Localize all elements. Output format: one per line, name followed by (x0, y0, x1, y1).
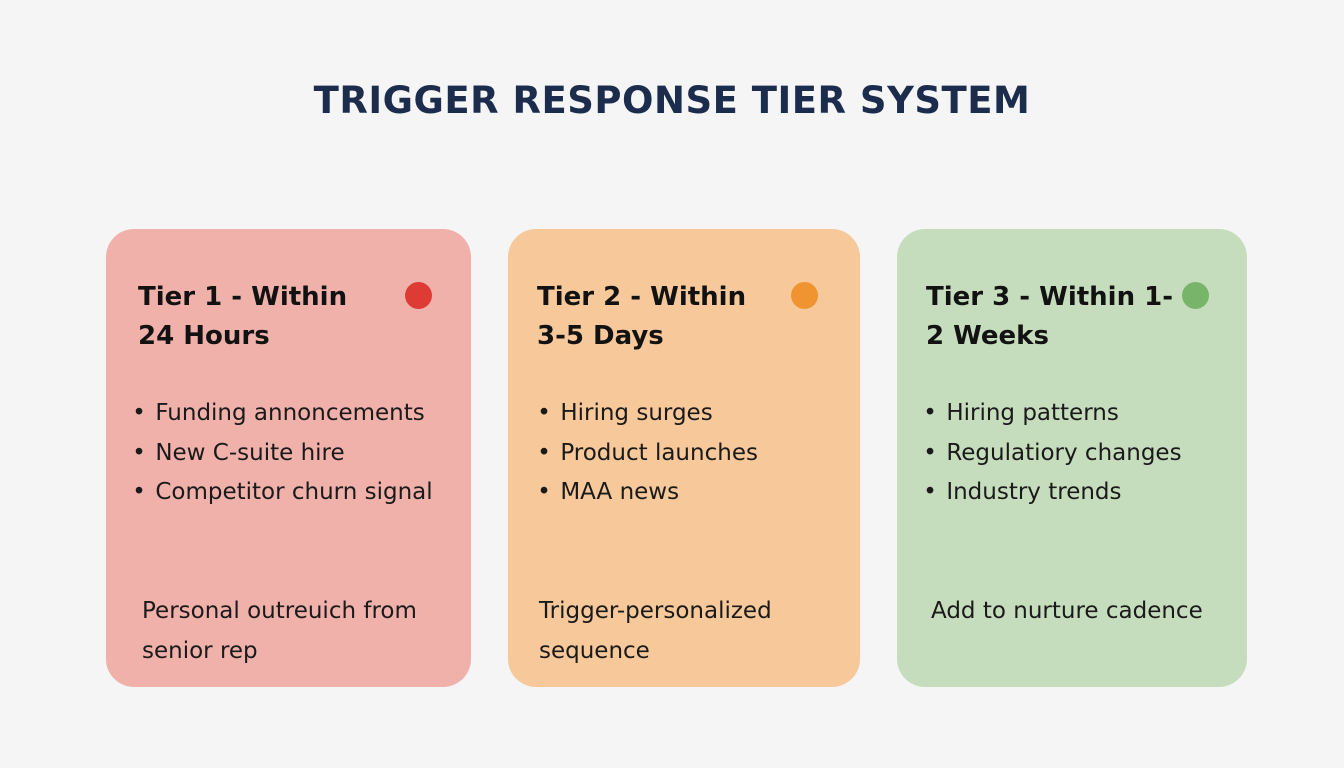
trigger-item: • Competitor churn signal (130, 473, 433, 513)
tier-3-heading: Tier 3 - Within 1-2 Weeks (926, 282, 1174, 351)
trigger-item-label: Regulatiory changes (946, 439, 1182, 466)
trigger-item: • Product launches (535, 434, 758, 474)
tier-2-trigger-list: • Hiring surges • Product launches • MAA… (535, 394, 758, 513)
tier-2-card: Tier 2 - Within 3-5 Days • Hiring surges… (508, 229, 860, 687)
tier-2-heading: Tier 2 - Within 3-5 Days (537, 282, 747, 351)
trigger-item-label: Hiring patterns (946, 400, 1119, 426)
tier-1-trigger-list: • Funding annoncements • New C-suite hir… (130, 394, 433, 513)
bullet-icon: • (132, 439, 146, 466)
page-title: TRIGGER RESPONSE TIER SYSTEM (313, 79, 1031, 122)
bullet-icon: • (923, 439, 937, 466)
orange-status-dot-icon (791, 282, 818, 309)
tier-3-action: Add to nurture cadence (931, 598, 1203, 624)
trigger-item: • Hiring patterns (921, 394, 1182, 434)
trigger-item-label: Hiring surges (560, 400, 713, 426)
tier-2-action: Trigger-personalized sequence (539, 598, 772, 664)
trigger-item: • MAA news (535, 473, 758, 513)
red-status-dot-icon (405, 282, 432, 309)
trigger-item: • New C-suite hire (130, 434, 433, 474)
bullet-icon: • (132, 479, 146, 505)
trigger-item-label: Industry trends (946, 479, 1122, 505)
trigger-item-label: New C-suite hire (155, 439, 345, 466)
green-status-dot-icon (1182, 282, 1209, 309)
tier-3-trigger-list: • Hiring patterns • Regulatiory changes … (921, 394, 1182, 513)
trigger-item: • Regulatiory changes (921, 434, 1182, 474)
trigger-item: • Industry trends (921, 473, 1182, 513)
trigger-item: • Hiring surges (535, 394, 758, 434)
trigger-item-label: MAA news (560, 479, 680, 505)
bullet-icon: • (537, 479, 551, 505)
bullet-icon: • (132, 400, 146, 426)
tier-3-card: Tier 3 - Within 1-2 Weeks • Hiring patte… (897, 229, 1247, 687)
tier-1-action: Personal outreuich from senior rep (142, 598, 417, 664)
tier-1-card: Tier 1 - Within 24 Hours • Funding annon… (106, 229, 471, 687)
bullet-icon: • (537, 400, 551, 426)
bullet-icon: • (537, 439, 551, 466)
trigger-item-label: Product launches (560, 439, 758, 466)
bullet-icon: • (923, 479, 937, 505)
trigger-item: • Funding annoncements (130, 394, 433, 434)
trigger-item-label: Competitor churn signal (155, 479, 433, 505)
tier-1-heading: Tier 1 - Within 24 Hours (138, 282, 348, 351)
trigger-item-label: Funding annoncements (155, 400, 425, 426)
bullet-icon: • (923, 400, 937, 426)
